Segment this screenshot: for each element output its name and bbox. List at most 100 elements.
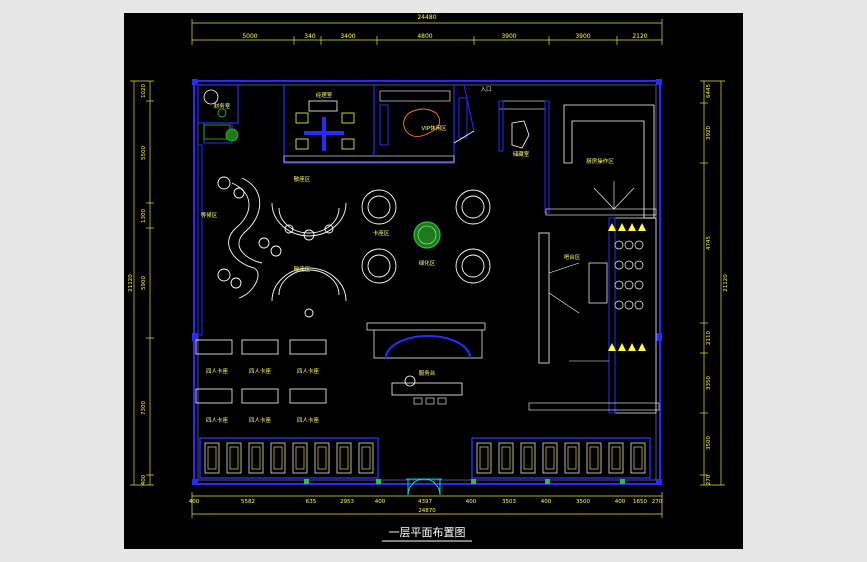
bottom-dim-5: 400 [375,499,386,505]
bottom-dim-7: 400 [466,499,477,505]
seat-cushion [611,446,621,470]
window-seat [314,442,330,474]
bottom-dim-10: 3500 [576,499,590,505]
window-seat [336,442,352,474]
left-dimensions [130,80,154,486]
label-service: 服务台 [419,369,436,377]
label-manager-room: 经理室 [316,91,333,99]
seat-cushion [589,446,599,470]
label-round-area: 卡座区 [373,229,390,237]
seat-cushion [361,446,371,470]
left-dim-6: 400 [141,474,147,485]
label-booth-3: 四人卡座 [297,367,320,375]
window-seat [520,442,536,474]
label-vip-room: VIP休闲区 [421,124,447,132]
label-planter: 绿化区 [419,259,436,267]
seat-cushion [501,446,511,470]
top-dim-4: 4800 [417,33,432,40]
room-kitchen [498,100,657,219]
seat-cushion [567,446,577,470]
round-tables [361,189,491,284]
window-seat [204,442,220,474]
floor-plan-canvas: 24480 5000 340 3400 4800 3900 3900 2120 … [128,14,729,542]
left-dim-2: 5500 [141,146,147,160]
main-entrance [406,478,442,496]
room-top-left [197,84,239,336]
left-dim-5: 7300 [141,401,147,415]
bottom-dim-6: 4397 [418,499,432,505]
label-booth-1: 四人卡座 [206,367,229,375]
top-dim-5: 3900 [501,33,516,40]
booth-grid [195,339,327,404]
label-side: 等候区 [201,211,218,219]
window-seat [586,442,602,474]
top-dim-2: 340 [304,33,316,40]
right-dim-6: 3500 [706,436,712,450]
seat-cushion [633,446,643,470]
entrance-columns [304,479,625,484]
planter [413,221,441,249]
right-total-dim: 21120 [723,274,729,292]
seat-cushion [339,446,349,470]
top-total-dim: 24480 [417,14,436,21]
window-seat [270,442,286,474]
outer-walls [193,80,661,485]
left-total-dim: 21120 [128,274,134,292]
top-dim-3: 3400 [340,33,355,40]
left-dim-1: 1020 [141,84,147,98]
window-seats [199,437,651,479]
bottom-dim-3: 635 [306,499,317,505]
serpentine-sofa [217,176,282,299]
window-seat [226,442,242,474]
label-seating-a: 散座区 [294,175,311,183]
right-dim-4: 2110 [706,331,712,345]
right-dim-2: 3920 [706,126,712,140]
seat-cushion [479,446,489,470]
curved-sofa-1 [271,202,347,241]
window-seat [542,442,558,474]
bottom-dimensions [191,492,663,518]
label-booth-5: 四人卡座 [249,416,272,424]
label-entry-mark: 入口 [480,86,491,93]
window-seat [292,442,308,474]
seat-bay [471,437,651,479]
seat-cushion [273,446,283,470]
label-storage-room: 储藏室 [513,150,530,158]
curved-sofa-2 [271,267,347,318]
seat-cushion [229,446,239,470]
label-top-left-room: 财务室 [214,102,231,110]
label-seating-b: 散座区 [294,265,311,273]
bottom-dim-9: 400 [541,499,552,505]
window-seat [498,442,514,474]
bottom-dim-8: 3503 [502,499,516,505]
right-dim-3: 4745 [706,236,712,250]
right-dimensions [700,80,725,486]
label-booth-2: 四人卡座 [249,367,272,375]
seat-cushion [251,446,261,470]
drawing-sheet: 24480 5000 340 3400 4800 3900 3900 2120 … [124,13,743,549]
window-seat [564,442,580,474]
window-seat [358,442,374,474]
label-kitchen: 厨房操作区 [586,157,614,165]
drawing-title: 一层平面布置图 [389,526,466,539]
bottom-dim-1: 400 [189,499,200,505]
seat-cushion [545,446,555,470]
service-counter [366,322,486,405]
top-dim-6: 3900 [575,33,590,40]
room-vip [379,84,475,146]
right-dim-5: 3350 [706,376,712,390]
left-dim-3: 1300 [141,209,147,223]
top-dimensions [191,19,663,45]
right-dim-1: 6445 [706,84,712,98]
window-seat [248,442,264,474]
bottom-dim-13: 270 [652,499,663,505]
seat-bay [199,437,379,479]
bottom-total-dim: 24870 [418,508,436,514]
seat-cushion [207,446,217,470]
top-dim-1: 5000 [242,33,257,40]
window-seat [476,442,492,474]
right-dim-7: 270 [706,474,712,485]
label-booth-6: 四人卡座 [297,416,320,424]
left-dim-4: 5900 [141,276,147,290]
bar-area [528,217,660,414]
